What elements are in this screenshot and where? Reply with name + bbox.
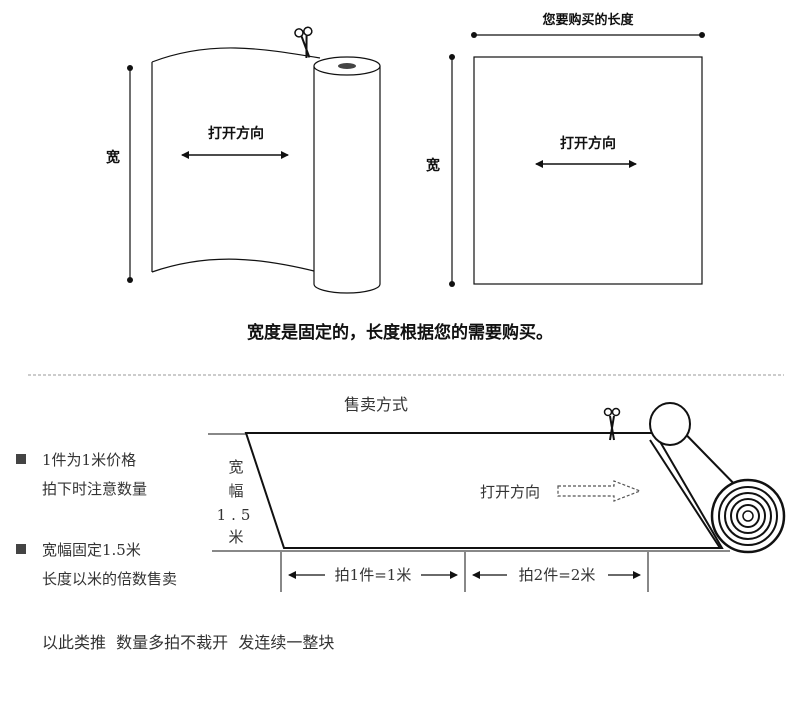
bullet-icon — [16, 544, 26, 554]
unrolled-fabric-illustration — [208, 402, 786, 554]
length-label: 您要购买的长度 — [542, 12, 634, 28]
sheet-top-edge — [151, 47, 321, 63]
cut-piece-illustration — [449, 32, 705, 287]
scissors-icon — [294, 26, 313, 58]
rule-1-line1: 1件为1米价格 — [42, 451, 136, 469]
segment-2-label: 拍2件=2米 — [519, 566, 596, 584]
roll-core — [338, 63, 356, 69]
segment-1-label: 拍1件=1米 — [335, 566, 412, 584]
open-direction-arrow — [557, 480, 642, 502]
rule-2-line1: 宽幅固定1.5米 — [42, 541, 141, 559]
width-label: 宽 — [106, 149, 120, 166]
segment-markers — [280, 552, 649, 592]
cut-piece-rect — [473, 56, 703, 285]
caption: 宽度是固定的，长度根据您的需要购买。 — [247, 322, 553, 343]
width-label-char-2: 幅 — [228, 482, 243, 500]
direction-label-right: 打开方向 — [560, 135, 616, 152]
scissors-icon — [603, 407, 621, 441]
roll-far-end — [649, 402, 691, 446]
footer-note: 以此类推 数量多拍不裁开 发连续一整块 — [42, 633, 334, 652]
sale-title: 售卖方式 — [344, 395, 408, 414]
direction-label: 打开方向 — [208, 125, 264, 142]
width-label-char-1: 宽 — [228, 458, 243, 476]
dimension-dot — [127, 277, 133, 283]
rule-2-line2: 长度以米的倍数售卖 — [42, 570, 177, 588]
fabric-sheet — [244, 432, 724, 549]
rule-1-line2: 拍下时注意数量 — [42, 480, 147, 498]
sheet-bottom-edge — [151, 258, 319, 273]
dimension-dot — [127, 65, 133, 71]
bullet-icon — [16, 454, 26, 464]
width-label-right: 宽 — [426, 157, 440, 174]
roll-near-end — [710, 478, 786, 554]
width-label-value: 1.5 — [217, 506, 256, 524]
width-label-unit: 米 — [228, 528, 243, 546]
open-direction-label: 打开方向 — [480, 483, 540, 501]
fabric-roll-illustration — [127, 26, 381, 294]
